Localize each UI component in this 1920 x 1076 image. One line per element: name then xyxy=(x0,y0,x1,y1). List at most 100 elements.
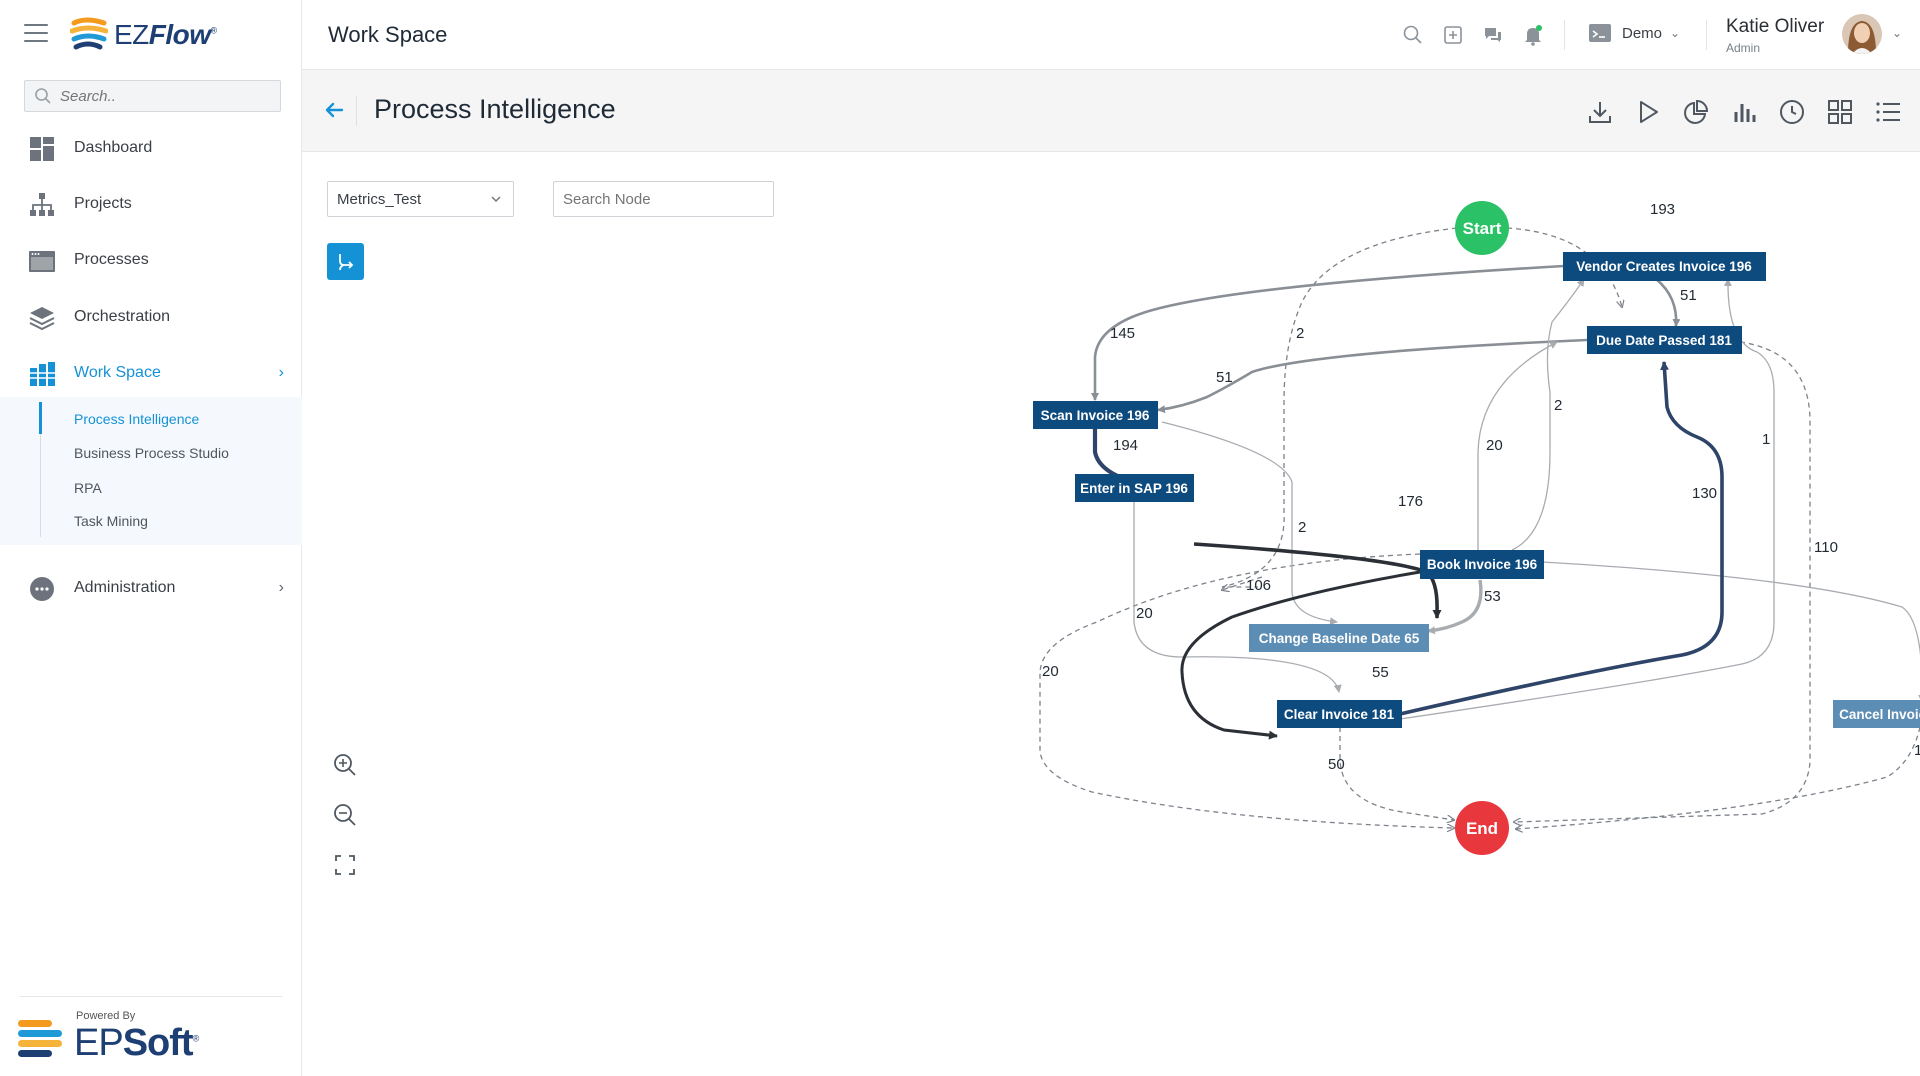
environment-label: Demo xyxy=(1622,24,1663,42)
terminal-icon xyxy=(1589,24,1611,42)
edge-label-scan-sap: 194 xyxy=(1113,437,1138,454)
edge-label-baseline-clear: 55 xyxy=(1372,664,1389,681)
sidebar-item-work-space[interactable]: Work Space › xyxy=(0,348,302,398)
logo-registered-mark: ® xyxy=(210,25,218,36)
edge-due-end[interactable] xyxy=(1514,341,1811,822)
grid-icon[interactable] xyxy=(1826,98,1854,126)
chat-icon[interactable] xyxy=(1482,24,1504,46)
node-change-baseline-date[interactable]: Change Baseline Date 65 xyxy=(1249,624,1429,652)
sidebar-item-label: Administration xyxy=(74,579,176,596)
sidebar-item-dashboard[interactable]: Dashboard xyxy=(0,123,302,173)
edge-start-sap[interactable] xyxy=(1221,227,1458,588)
sidebar-item-label: Orchestration xyxy=(74,308,171,325)
submenu-active-indicator xyxy=(39,402,42,434)
subnav-task-mining[interactable]: Task Mining xyxy=(74,513,148,529)
logo-suffix: Flow xyxy=(148,19,211,50)
epsoft-registered-mark: ® xyxy=(192,1033,200,1044)
node-enter-in-sap[interactable]: Enter in SAP 196 xyxy=(1075,474,1194,502)
edge-scan-sap[interactable] xyxy=(1092,427,1135,485)
hamburger-menu-icon[interactable] xyxy=(24,24,48,44)
edge-vendor-due[interactable] xyxy=(1655,277,1681,327)
edge-sap-book[interactable] xyxy=(1193,542,1442,619)
edge-book-clear[interactable] xyxy=(1180,570,1421,740)
edge-clear-vendor[interactable] xyxy=(1399,278,1775,720)
edge-start-vendor[interactable] xyxy=(1506,227,1622,307)
start-node[interactable]: Start xyxy=(1455,201,1509,255)
sidebar-item-processes[interactable]: Processes xyxy=(0,235,302,285)
search-node-input[interactable] xyxy=(553,181,774,217)
back-arrow-icon[interactable] xyxy=(322,98,346,122)
edge-sap-clear[interactable] xyxy=(1133,498,1342,693)
edge-label-clear-vendor: 1 xyxy=(1762,431,1770,448)
process-select-value: Metrics_Test xyxy=(337,191,422,208)
pie-chart-icon[interactable] xyxy=(1682,98,1710,126)
process-map-canvas[interactable]: 193 2 145 51 51 194 2 176 20 2 20 106 53… xyxy=(302,152,1920,1076)
node-vendor-creates-invoice[interactable]: Vendor Creates Invoice 196 xyxy=(1563,252,1766,281)
avatar[interactable] xyxy=(1842,14,1882,54)
chevron-right-icon: › xyxy=(278,364,284,381)
fit-screen-icon[interactable] xyxy=(332,852,358,878)
submenu-track xyxy=(40,402,41,537)
end-node[interactable]: End xyxy=(1455,801,1509,855)
sidebar-item-orchestration[interactable]: Orchestration xyxy=(0,292,302,342)
subnav-process-intelligence[interactable]: Process Intelligence xyxy=(74,411,200,427)
node-label: Scan Invoice 196 xyxy=(1041,408,1150,423)
epsoft-suffix: Soft xyxy=(122,1022,194,1064)
node-label: Vendor Creates Invoice 196 xyxy=(1576,259,1752,274)
user-name[interactable]: Katie Oliver xyxy=(1726,16,1825,37)
edge-label-book-baseline: 53 xyxy=(1484,588,1501,605)
edge-clear-due[interactable] xyxy=(1399,361,1724,716)
edge-book-end[interactable] xyxy=(1039,553,1454,828)
process-flow-icon xyxy=(338,253,353,270)
list-icon[interactable] xyxy=(1874,98,1902,126)
process-graph[interactable]: 193 2 145 51 51 194 2 176 20 2 20 106 53… xyxy=(302,152,1920,1076)
clock-icon[interactable] xyxy=(1778,98,1806,126)
node-book-invoice[interactable]: Book Invoice 196 xyxy=(1420,550,1544,579)
sidebar-search-input[interactable] xyxy=(60,87,260,105)
bell-icon[interactable] xyxy=(1522,24,1544,46)
edge-book-cancel[interactable] xyxy=(1541,561,1920,703)
node-label: Cancel Invoice Receipt 15 xyxy=(1839,707,1920,722)
edge-due-scan[interactable] xyxy=(1157,338,1588,414)
dashboard-icon xyxy=(30,137,54,161)
sidebar-search[interactable] xyxy=(24,80,281,112)
node-label: Due Date Passed 181 xyxy=(1596,333,1732,348)
graph-layout-button[interactable] xyxy=(327,243,364,280)
edge-book-due[interactable] xyxy=(1477,341,1558,552)
add-box-icon[interactable] xyxy=(1442,24,1464,46)
process-select[interactable]: Metrics_Test xyxy=(327,181,514,217)
powered-by-label: Powered By xyxy=(76,1010,136,1022)
edge-scan-baseline[interactable] xyxy=(1161,421,1338,626)
edge-book-vendor[interactable] xyxy=(1511,278,1585,551)
subnav-business-process-studio[interactable]: Business Process Studio xyxy=(74,445,229,461)
workspace-submenu: Process Intelligence Business Process St… xyxy=(0,397,302,545)
edge-clear-end[interactable] xyxy=(1339,727,1454,820)
zoom-in-icon[interactable] xyxy=(332,752,358,778)
layers-icon xyxy=(29,307,55,331)
edge-cancel-end[interactable] xyxy=(1516,726,1920,829)
edge-book-baseline[interactable] xyxy=(1427,579,1483,635)
search-icon[interactable] xyxy=(1402,24,1424,46)
epsoft-wordmark: EPSoft® xyxy=(74,1022,200,1065)
user-role: Admin xyxy=(1726,41,1761,55)
zoom-out-icon[interactable] xyxy=(332,802,358,828)
sidebar-item-projects[interactable]: Projects xyxy=(0,179,302,229)
node-scan-invoice[interactable]: Scan Invoice 196 xyxy=(1033,401,1158,429)
play-icon[interactable] xyxy=(1634,98,1662,126)
node-label: Enter in SAP 196 xyxy=(1080,481,1188,496)
sidebar-item-administration[interactable]: Administration › xyxy=(0,563,302,613)
ezflow-logo[interactable]: EZFlow® xyxy=(70,17,217,53)
edge-label-start-vendor: 193 xyxy=(1650,201,1675,218)
bar-chart-icon[interactable] xyxy=(1730,98,1758,126)
subnav-rpa[interactable]: RPA xyxy=(74,480,102,496)
node-cancel-invoice-receipt[interactable]: Cancel Invoice Receipt 15 xyxy=(1833,700,1920,728)
chevron-down-icon[interactable]: ⌄ xyxy=(1892,26,1903,40)
node-due-date-passed[interactable]: Due Date Passed 181 xyxy=(1587,326,1742,354)
edge-vendor-scan[interactable] xyxy=(1091,264,1565,401)
brand-bar: EZFlow® xyxy=(0,0,302,70)
node-clear-invoice[interactable]: Clear Invoice 181 xyxy=(1277,700,1402,728)
sidebar: EZFlow® Dashboard Projects Processes Orc… xyxy=(0,0,302,1076)
download-icon[interactable] xyxy=(1586,98,1614,126)
environment-selector[interactable]: Demo ⌄ xyxy=(1588,22,1680,44)
chevron-right-icon: › xyxy=(278,579,284,596)
